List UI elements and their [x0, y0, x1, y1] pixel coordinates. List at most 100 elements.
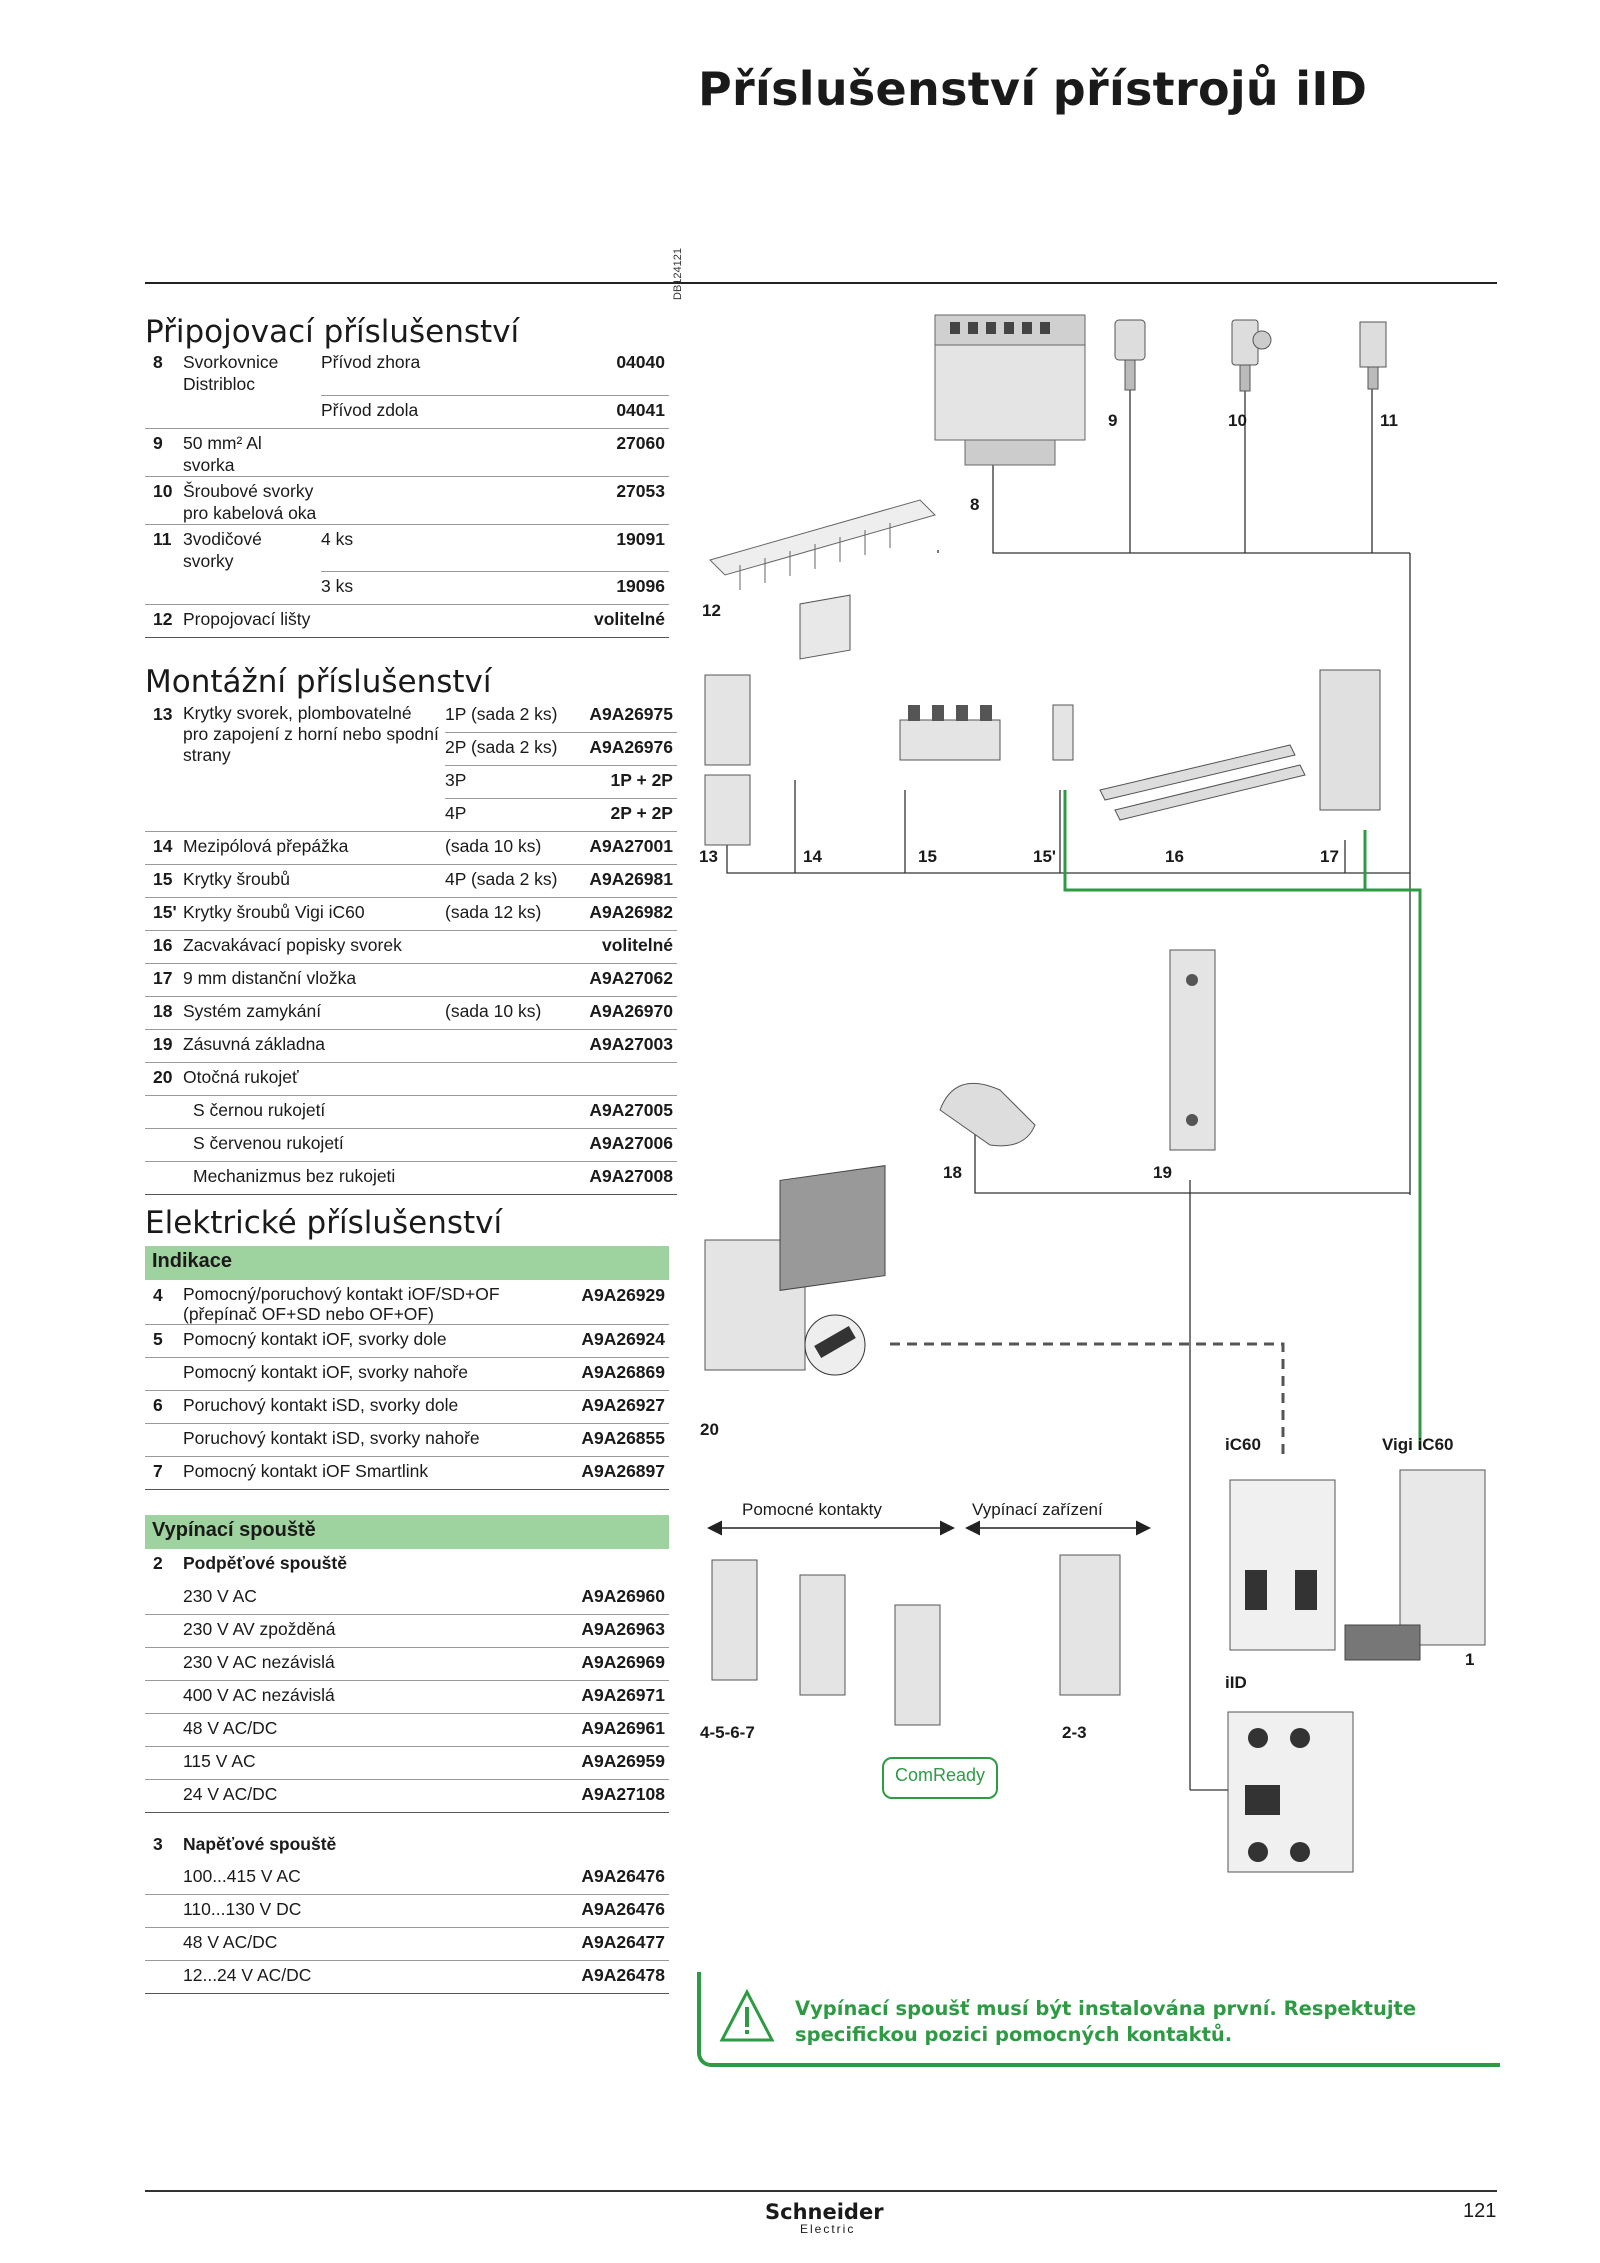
row-name: Systém zamykání — [183, 996, 445, 1030]
row-reference: A9A26924 — [577, 1324, 669, 1358]
row-number — [145, 1128, 183, 1162]
section-connection-title: Připojovací příslušenství — [145, 314, 520, 350]
row-reference: volitelné — [451, 604, 669, 638]
row-option: (sada 12 ks) — [445, 897, 587, 931]
row-number — [145, 571, 183, 605]
row-number: 20 — [145, 1062, 183, 1096]
row-number: 10 — [145, 476, 183, 525]
leader-lines — [726, 388, 1411, 1791]
row-name: 230 V AC — [183, 1582, 577, 1615]
row-name: 100...415 V AC — [183, 1862, 577, 1895]
row-number: 19 — [145, 1029, 183, 1063]
section-electrical-title: Elektrické příslušenství — [145, 1205, 503, 1241]
label-20: 20 — [700, 1420, 719, 1439]
footer-rule — [145, 2190, 1497, 2192]
label-9: 9 — [1108, 411, 1118, 430]
row-number: 9 — [145, 428, 183, 477]
row-number: 18 — [145, 996, 183, 1030]
tripping-header: Vypínací spouště — [145, 1515, 669, 1549]
row-reference: A9A26982 — [587, 897, 677, 931]
label-vigi-ic60: Vigi iC60 — [1382, 1435, 1454, 1454]
top-rule — [145, 282, 1497, 284]
rotary-handle-20-illustration — [704, 1165, 886, 1376]
row-number: 4 — [145, 1281, 183, 1325]
row-option — [321, 476, 451, 525]
row-option — [321, 428, 451, 477]
row-option: 4 ks — [321, 524, 451, 572]
row-name — [183, 395, 321, 429]
row-reference: A9A26478 — [577, 1960, 669, 1994]
row-reference: A9A26959 — [577, 1746, 669, 1780]
dashed-line — [890, 1342, 1285, 1460]
row-spacer — [145, 1779, 183, 1813]
row-option — [445, 1161, 587, 1195]
row-reference: A9A27008 — [587, 1161, 677, 1195]
row-name: Propojovací lišty — [183, 604, 321, 638]
row-name: Zásuvná základna — [183, 1029, 445, 1063]
row-number — [145, 1095, 183, 1129]
warning-icon — [719, 1988, 775, 2042]
row-number: 15' — [145, 897, 183, 931]
row-reference — [587, 1062, 677, 1096]
row-spacer — [145, 1862, 183, 1895]
screw-cover-15p-illustration — [1052, 704, 1074, 761]
row-number — [145, 395, 183, 429]
row-number: 6 — [145, 1390, 183, 1424]
row-reference: A9A26971 — [577, 1680, 669, 1714]
distribloc-illustration — [934, 314, 1086, 466]
marker-clips-16-illustration — [1099, 744, 1306, 821]
row-option: 3 ks — [321, 571, 451, 605]
row-reference: A9A27006 — [587, 1128, 677, 1162]
label-18: 18 — [943, 1163, 962, 1182]
row-reference: A9A26477 — [577, 1927, 669, 1961]
row-reference: A9A26476 — [577, 1862, 669, 1895]
row-reference: A9A26976 — [587, 732, 677, 766]
row-option: (sada 10 ks) — [445, 831, 587, 865]
undervoltage-num: 2 — [153, 1553, 163, 1573]
page-number: 121 — [1463, 2200, 1497, 2222]
label-16: 16 — [1165, 847, 1184, 866]
row-spacer — [145, 1614, 183, 1648]
label-1: 1 — [1465, 1650, 1475, 1669]
row-spacer — [145, 1647, 183, 1681]
row-reference: A9A27062 — [587, 963, 677, 997]
label-trip-devices: Vypínací zařízení — [972, 1500, 1103, 1519]
row-number: 13 — [145, 700, 183, 832]
row-name: Poruchový kontakt iSD, svorky dole — [183, 1390, 577, 1424]
label-17: 17 — [1320, 847, 1339, 866]
row-name: Otočná rukojeť — [183, 1062, 445, 1096]
row-option — [445, 1095, 587, 1129]
plug-in-base-19-illustration — [1169, 949, 1216, 1151]
row-name: Pomocný kontakt iOF Smartlink — [183, 1456, 577, 1490]
row-spacer — [145, 1582, 183, 1615]
row-option: 4P — [445, 798, 587, 832]
row-name: Zacvakávací popisky svorek — [183, 930, 445, 964]
row-spacer — [145, 1680, 183, 1714]
label-15: 15 — [918, 847, 937, 866]
row-reference: A9A26975 — [587, 700, 677, 733]
row-name: 230 V AV zpožděná — [183, 1614, 577, 1648]
row-number: 15 — [145, 864, 183, 898]
row-reference: A9A26981 — [587, 864, 677, 898]
iid-illustration — [1227, 1711, 1354, 1873]
